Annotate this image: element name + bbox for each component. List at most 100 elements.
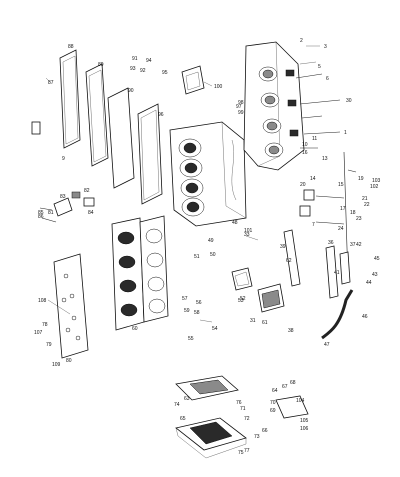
- callout-103: 103: [372, 178, 381, 184]
- callout-57: 57: [182, 296, 188, 302]
- callout-94: 94: [146, 58, 152, 64]
- cover-box: [181, 65, 205, 95]
- callout-98: 98: [238, 100, 244, 106]
- cylinder-block: [169, 121, 247, 227]
- callout-83: 83: [60, 194, 66, 200]
- callout-56: 56: [196, 300, 202, 306]
- callout-79: 79: [46, 342, 52, 348]
- callout-44: 44: [366, 280, 372, 286]
- callout-100: 100: [214, 84, 223, 90]
- callout-63: 63: [184, 396, 190, 402]
- callout-76: 76: [236, 400, 242, 406]
- callout-42: 42: [356, 242, 362, 248]
- callout-21: 21: [362, 196, 368, 202]
- callout-88: 88: [68, 44, 74, 50]
- callout-61: 61: [262, 320, 268, 326]
- callout-104: 104: [296, 398, 305, 404]
- callout-65: 65: [180, 416, 186, 422]
- callout-66: 66: [262, 428, 268, 434]
- reed-block: [257, 283, 285, 313]
- callout-97: 97: [236, 104, 242, 110]
- cylinder-head: [111, 217, 145, 331]
- callout-58: 58: [194, 310, 200, 316]
- callout-101: 101: [244, 228, 253, 234]
- callout-48: 48: [232, 220, 238, 226]
- callout-46: 46: [362, 314, 368, 320]
- exhaust-bracket: [275, 395, 309, 419]
- callout-87: 87: [48, 80, 54, 86]
- cylinder-head-gasket-rear: [59, 49, 81, 149]
- callout-68: 68: [290, 380, 296, 386]
- callout-102: 102: [370, 184, 379, 190]
- callout-17: 17: [340, 206, 346, 212]
- hose: [321, 289, 354, 340]
- callout-20: 20: [300, 182, 306, 188]
- crankcase-bolts: [295, 73, 341, 149]
- callout-31: 31: [250, 318, 256, 324]
- bracket-plate: [231, 267, 253, 291]
- callout-14: 14: [310, 176, 316, 182]
- leader-lines: [45, 45, 320, 323]
- callout-38: 38: [288, 328, 294, 334]
- callout-5: 5: [318, 64, 321, 70]
- callout-53: 53: [238, 298, 244, 304]
- callout-30: 30: [346, 98, 352, 104]
- callout-22: 22: [364, 202, 370, 208]
- callout-52: 52: [240, 296, 246, 302]
- callout-90: 90: [128, 88, 134, 94]
- callout-70: 70: [270, 400, 276, 406]
- callout-60: 60: [132, 326, 138, 332]
- callout-13: 13: [322, 156, 328, 162]
- callout-18: 18: [350, 210, 356, 216]
- callout-33: 33: [244, 232, 250, 238]
- callout-49: 49: [208, 238, 214, 244]
- callout-93: 93: [130, 66, 136, 72]
- callout-41: 41: [334, 270, 340, 276]
- callout-37: 37: [350, 242, 356, 248]
- thermostat-housing: [39, 191, 95, 223]
- callout-9: 9: [62, 156, 65, 162]
- callout-1: 1: [344, 130, 347, 136]
- callout-59: 59: [184, 308, 190, 314]
- callout-36: 36: [328, 240, 334, 246]
- crankcase-housing: [243, 41, 305, 171]
- callout-95: 95: [162, 70, 168, 76]
- callout-67: 67: [282, 384, 288, 390]
- callout-78: 78: [42, 322, 48, 328]
- cylinder-head-gasket-mid: [85, 63, 109, 167]
- callout-106: 106: [300, 426, 309, 432]
- callout-10: 10: [302, 142, 308, 148]
- callout-15: 15: [338, 182, 344, 188]
- callout-72: 72: [244, 416, 250, 422]
- callout-3: 3: [324, 44, 327, 50]
- head-gasket: [139, 215, 169, 323]
- callout-71: 71: [240, 406, 246, 412]
- callout-19: 19: [358, 176, 364, 182]
- callout-45: 45: [374, 256, 380, 262]
- callout-82: 82: [84, 188, 90, 194]
- callout-96: 96: [158, 112, 164, 118]
- callout-84: 84: [88, 210, 94, 216]
- callout-23: 23: [356, 216, 362, 222]
- exhaust-cover-plate: [53, 253, 89, 359]
- callout-99: 99: [238, 110, 244, 116]
- callout-labels: 1235679101113141516171819202122232430313…: [34, 38, 381, 456]
- callout-62: 62: [286, 258, 292, 264]
- callout-92: 92: [140, 68, 146, 74]
- callout-85: 85: [38, 210, 44, 216]
- callout-54: 54: [212, 326, 218, 332]
- callout-55: 55: [188, 336, 194, 342]
- callout-64: 64: [272, 388, 278, 394]
- callout-50: 50: [210, 252, 216, 258]
- exhaust-housing-lower: [175, 417, 247, 459]
- callout-39: 39: [280, 244, 286, 250]
- callout-86: 86: [38, 214, 44, 220]
- callout-47: 47: [324, 342, 330, 348]
- callout-105: 105: [300, 418, 309, 424]
- callout-7: 7: [312, 222, 315, 228]
- callout-89: 89: [98, 62, 104, 68]
- callout-109: 109: [52, 362, 61, 368]
- callout-73: 73: [254, 434, 260, 440]
- linkage-rod: [283, 229, 351, 299]
- callout-6: 6: [326, 76, 329, 82]
